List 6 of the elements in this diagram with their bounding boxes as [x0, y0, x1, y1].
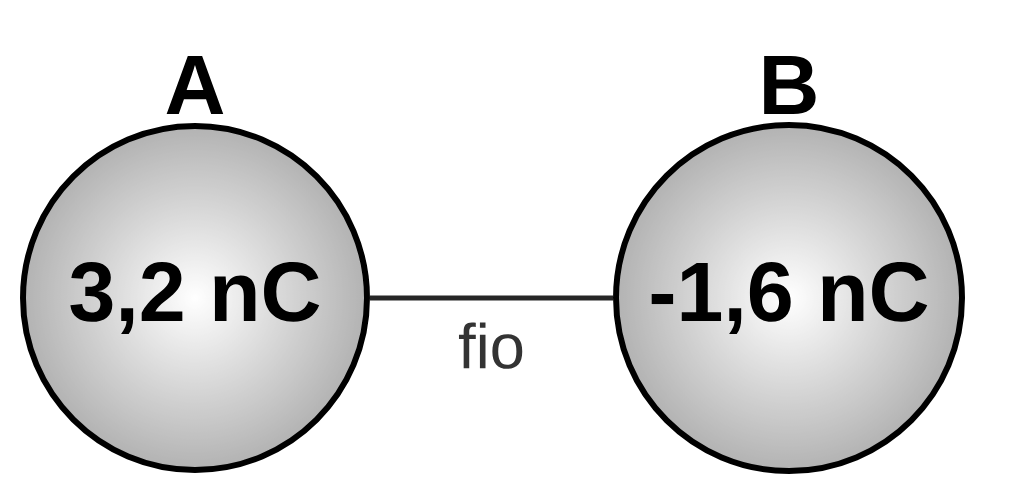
sphere: 3,2 nC — [20, 123, 370, 473]
sphere: -1,6 nC — [613, 122, 965, 474]
edge-label: fio — [459, 322, 523, 369]
wire-line — [370, 295, 613, 301]
sphere-label: A — [166, 55, 224, 114]
sphere-label: B — [764, 55, 816, 114]
